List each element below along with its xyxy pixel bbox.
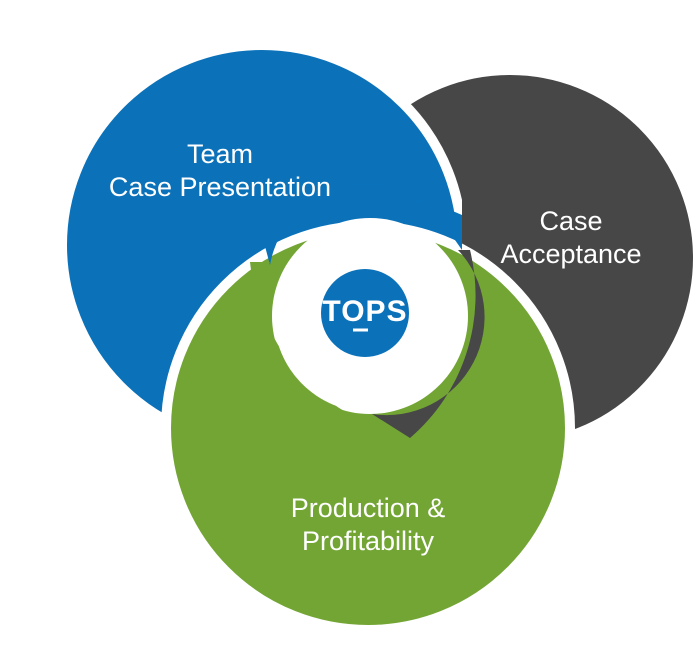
acceptance-overlap-arc — [372, 250, 485, 438]
team-label: Team Case Presentation — [109, 138, 331, 204]
acceptance-label-line1: Case — [539, 206, 603, 236]
production-label-line1: Production & — [290, 493, 446, 523]
production-overlap-arc — [250, 262, 372, 420]
team-label-line2: Case Presentation — [108, 172, 332, 202]
team-overlap-arc — [262, 184, 462, 265]
tops-logo-circle — [321, 269, 409, 357]
tops-logo-text: TOPS — [322, 295, 408, 328]
acceptance-label: Case Acceptance — [500, 205, 641, 271]
production-label-line2: Profitability — [301, 526, 435, 556]
team-label-line1: Team — [186, 139, 254, 169]
acceptance-label-line2: Acceptance — [500, 239, 642, 269]
production-label: Production & Profitability — [291, 492, 446, 558]
